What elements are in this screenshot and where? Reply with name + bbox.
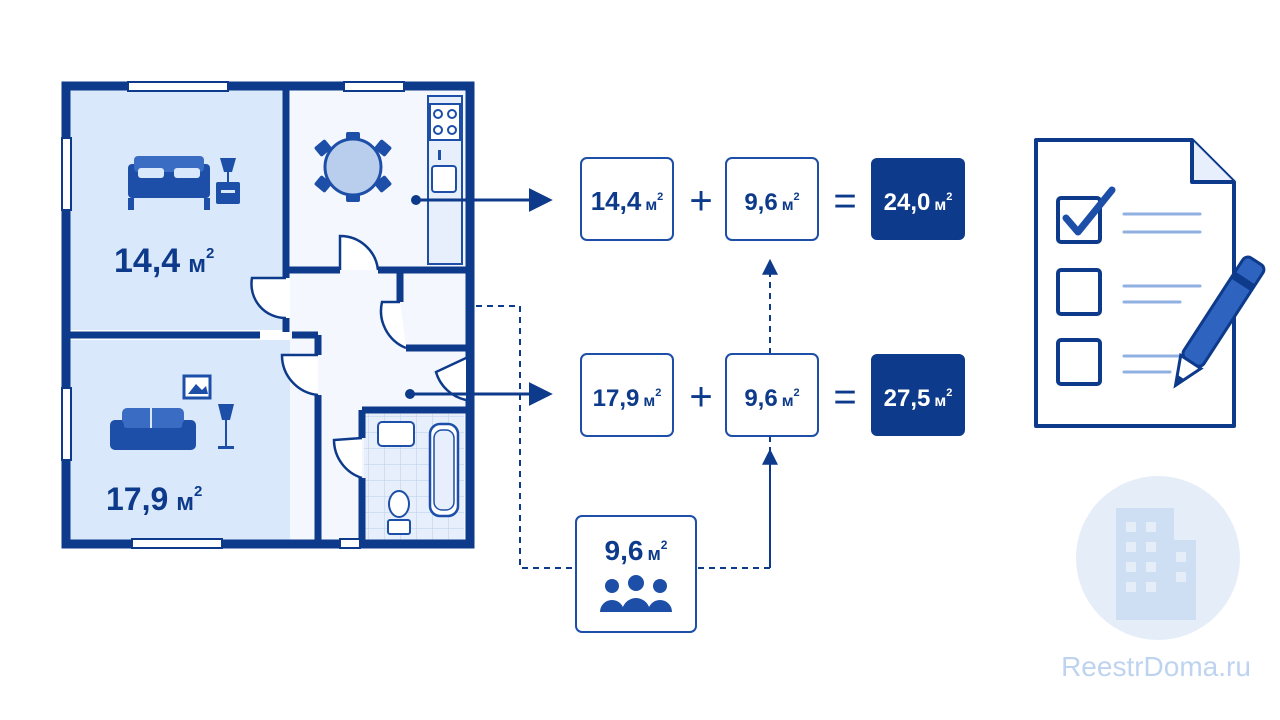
windows: [61, 81, 405, 549]
sofa-icon: [110, 408, 196, 450]
toilet-icon: [387, 490, 411, 535]
eq2-result-box: [871, 354, 965, 436]
dining-table-icon: [314, 132, 392, 202]
stove-icon: [429, 103, 461, 141]
eq2-plus: +: [689, 375, 712, 419]
eq2-term-a-box: [580, 353, 674, 437]
nightstand-lamp-icon: [216, 158, 240, 204]
connectors: [405, 188, 778, 569]
eq1-term-a-box: [580, 157, 674, 241]
interior-walls: [70, 90, 466, 540]
checklist-document-pen-icon: [1034, 138, 1266, 428]
eq1-term-b-box: [725, 157, 819, 241]
people-group-icon: [600, 575, 672, 612]
pen-icon: [1173, 255, 1266, 389]
floor-lamp-icon: [218, 404, 234, 449]
eq1-result-box: [871, 158, 965, 240]
eq2-equals: =: [833, 375, 856, 419]
watermark: ReestrDoma.ru: [1061, 476, 1251, 682]
eq1-equals: =: [833, 179, 856, 223]
eq2-term-b-box: [725, 353, 819, 437]
outer-wall: [61, 81, 475, 549]
dashed-hall-to-shared: [476, 305, 574, 569]
picture-frame-icon: [182, 374, 212, 400]
floor-plan: 14,4м2 17,9м2: [61, 81, 475, 549]
bed-icon: [128, 156, 210, 210]
bathroom-fixtures: [377, 421, 460, 535]
eq1-plus: +: [689, 179, 712, 223]
door-swings: [250, 234, 467, 480]
sink-icon: [431, 165, 457, 193]
kitchen-counter: [427, 95, 463, 265]
watermark-text: ReestrDoma.ru: [1061, 651, 1251, 682]
bedroom-room: [70, 90, 284, 330]
washbasin-icon: [377, 421, 415, 447]
